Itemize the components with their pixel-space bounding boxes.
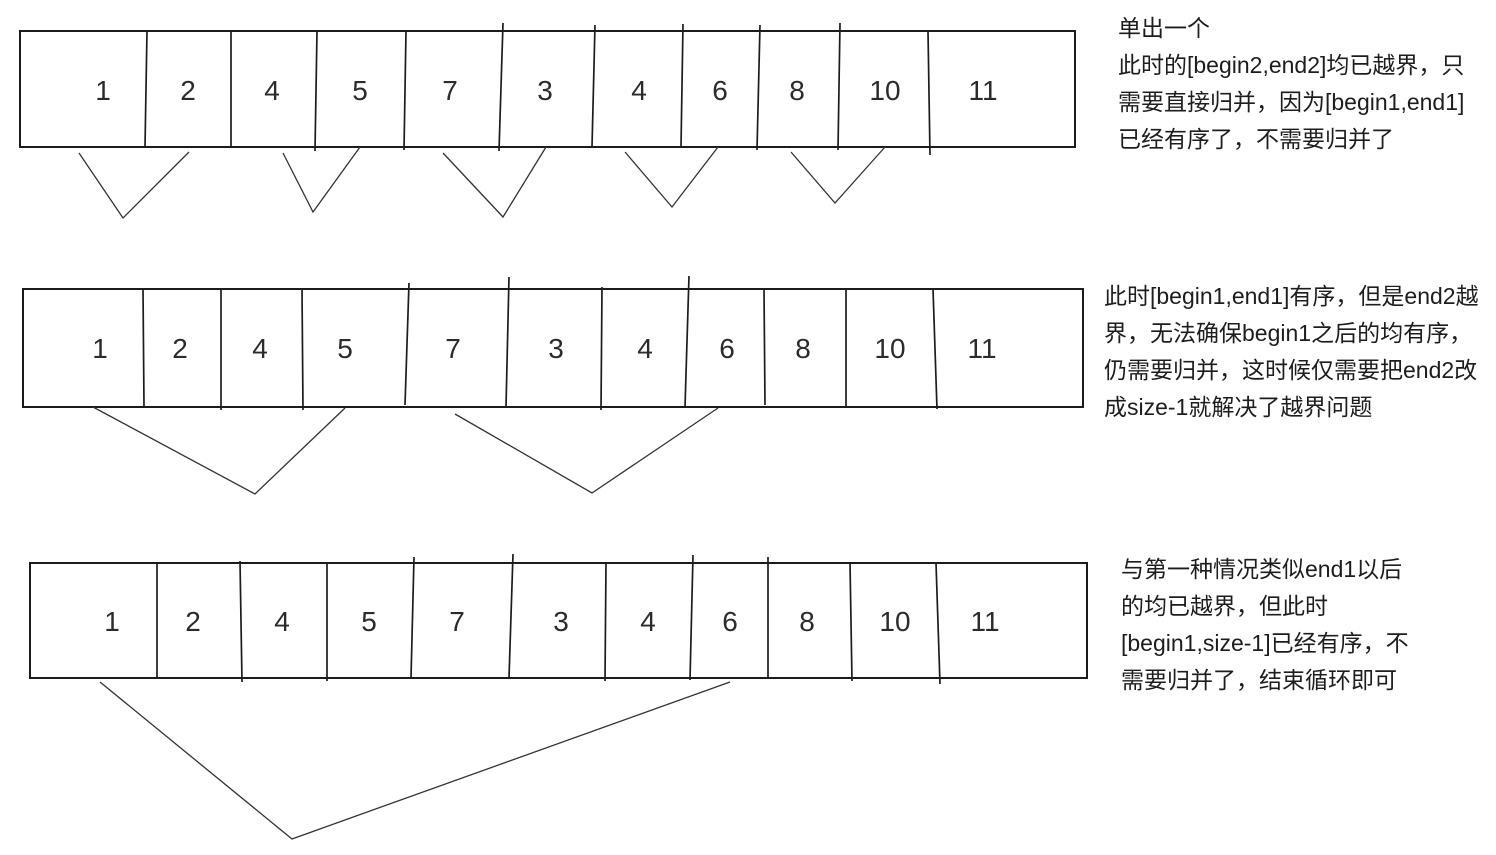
cell-divider — [498, 22, 504, 152]
cell-divider — [689, 554, 694, 681]
cell-value: 8 — [799, 606, 815, 637]
array-outline — [19, 30, 1076, 148]
annotation-line: 此时[begin1,end1]有序，但是end2越 — [1104, 283, 1479, 309]
cell-value: 7 — [445, 333, 461, 364]
merge-v-line — [442, 146, 547, 219]
merge-v-line — [454, 407, 719, 494]
cell-divider — [314, 30, 318, 152]
cell-divider — [763, 288, 766, 406]
cell-divider — [144, 30, 148, 148]
array-row-1: 1 2 4 5 7 3 4 6 8 10 11 — [19, 22, 1076, 220]
annotation-line: 成size-1就解决了越界问题 — [1104, 394, 1373, 420]
cell-value: 11 — [968, 75, 997, 106]
cell-value: 3 — [537, 75, 553, 106]
annotation-line: 单出一个 — [1118, 15, 1210, 41]
cell-value: 11 — [967, 333, 996, 364]
cell-value: 5 — [352, 75, 368, 106]
annotation-line: [begin1,size-1]已经有序，不 — [1121, 630, 1409, 656]
cell-value: 1 — [92, 333, 108, 364]
cell-divider — [680, 23, 684, 148]
cell-value: 6 — [712, 75, 728, 106]
cell-value: 10 — [869, 75, 900, 106]
cell-value: 10 — [874, 333, 905, 364]
annotation-line: 已经有序了，不需要归并了 — [1118, 126, 1394, 152]
cell-value: 4 — [640, 606, 656, 637]
cell-divider — [239, 560, 243, 683]
cell-value: 4 — [274, 606, 290, 637]
array-outline — [29, 562, 1088, 679]
cell-value: 6 — [722, 606, 738, 637]
cell-divider — [849, 562, 853, 682]
cell-divider — [403, 30, 407, 151]
cell-value: 4 — [637, 333, 653, 364]
merge-v-line — [790, 146, 886, 204]
merge-v-line — [282, 146, 361, 214]
annotation-line: 仍需要归并，这时候仅需要把end2改 — [1104, 357, 1478, 383]
cell-divider — [508, 553, 514, 679]
merge-v-line — [92, 406, 346, 495]
cell-value: 7 — [449, 606, 465, 637]
cell-divider — [756, 24, 761, 151]
cell-value: 7 — [442, 75, 458, 106]
annotation-line: 与第一种情况类似end1以后 — [1121, 556, 1403, 582]
merge-v-line — [99, 681, 731, 840]
cell-value: 8 — [789, 75, 805, 106]
array-outline — [22, 288, 1084, 408]
annotation-line: 此时的[begin2,end2]均已越界，只 — [1118, 52, 1465, 78]
cell-value: 5 — [361, 606, 377, 637]
cell-value: 2 — [185, 606, 201, 637]
cell-value: 2 — [180, 75, 196, 106]
annotation-block-3: 与第一种情况类似end1以后 的均已越界，但此时 [begin1,size-1]… — [1121, 551, 1409, 699]
cell-divider — [684, 275, 690, 408]
cell-value: 5 — [337, 333, 353, 364]
cell-value: 1 — [95, 75, 111, 106]
cell-divider — [932, 288, 938, 410]
cell-divider — [927, 30, 931, 156]
cell-divider — [591, 24, 596, 148]
cell-value: 4 — [252, 333, 268, 364]
cell-value: 3 — [553, 606, 569, 637]
merge-v-line — [624, 146, 719, 209]
cell-divider — [837, 22, 841, 151]
cell-value: 1 — [104, 606, 120, 637]
cell-value: 6 — [719, 333, 735, 364]
cell-divider — [410, 556, 415, 679]
cell-value: 8 — [795, 333, 811, 364]
merge-v-line — [78, 151, 190, 220]
cell-value: 11 — [970, 606, 999, 637]
cell-value: 2 — [172, 333, 188, 364]
cell-divider — [142, 288, 145, 408]
cell-divider — [604, 562, 607, 682]
cell-value: 10 — [879, 606, 910, 637]
annotation-line: 的均已越界，但此时 — [1121, 593, 1328, 619]
annotation-line: 界，无法确保begin1之后的均有序， — [1104, 320, 1473, 346]
array-row-3: 1 2 4 5 7 3 4 6 8 10 11 — [29, 553, 1088, 840]
annotation-line: 需要归并了，结束循环即可 — [1121, 667, 1397, 693]
annotation-block-1: 单出一个 此时的[begin2,end2]均已越界，只 需要直接归并，因为[be… — [1118, 10, 1464, 158]
annotation-line: 需要直接归并，因为[begin1,end1] — [1118, 89, 1465, 115]
cell-divider — [935, 562, 941, 685]
cell-divider — [600, 286, 603, 411]
cell-value: 3 — [548, 333, 564, 364]
cell-value: 4 — [631, 75, 647, 106]
annotation-block-2: 此时[begin1,end1]有序，但是end2越 界，无法确保begin1之后… — [1104, 278, 1479, 426]
cell-divider — [404, 282, 410, 406]
array-row-2: 1 2 4 5 7 3 4 6 8 10 11 — [22, 275, 1084, 495]
cell-divider — [301, 288, 304, 411]
cell-divider — [505, 276, 510, 408]
cell-value: 4 — [264, 75, 280, 106]
